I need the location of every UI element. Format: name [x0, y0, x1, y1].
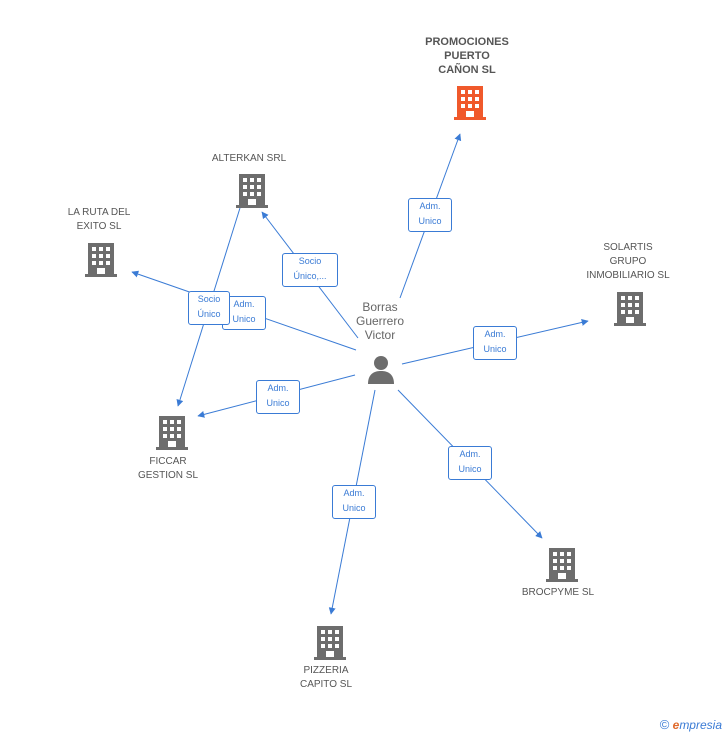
person-icon[interactable] [366, 354, 396, 384]
brand-name: mpresia [679, 718, 722, 732]
building-icon[interactable] [454, 84, 486, 120]
building-icon[interactable] [546, 546, 578, 582]
building-icon[interactable] [314, 624, 346, 660]
relation-label-promociones[interactable]: Adm. Unico [408, 198, 452, 232]
company-label-brocpyme[interactable]: BROCPYME SL [521, 587, 595, 598]
relation-label-solartis[interactable]: Adm. Unico [473, 326, 517, 360]
company-label-pizzeria[interactable]: PIZZERIA CAPITO SL [299, 665, 353, 690]
building-icon[interactable] [85, 241, 117, 277]
company-label-laruta[interactable]: LA RUTA DEL EXITO SL [67, 207, 131, 232]
company-label-promociones[interactable]: PROMOCIONES PUERTO CAÑON SL [425, 36, 509, 76]
company-label-alterkan[interactable]: ALTERKAN SRL [211, 153, 287, 164]
relation-label-brocpyme[interactable]: Adm. Unico [448, 446, 492, 480]
person-label[interactable]: Borras Guerrero Victor [355, 300, 405, 342]
company-label-solartis[interactable]: SOLARTIS GRUPO INMOBILIARIO SL [586, 242, 670, 281]
brand-credit[interactable]: © empresia [660, 717, 722, 732]
brand-logo-e: e [672, 718, 680, 732]
building-icon[interactable] [156, 414, 188, 450]
relation-label-alterkan[interactable]: Socio Único,... [282, 253, 338, 287]
relation-label-ficcar-socio[interactable]: Socio Único [188, 291, 230, 325]
building-icon[interactable] [614, 290, 646, 326]
building-icon[interactable] [236, 172, 268, 208]
relation-label-ficcar-adm[interactable]: Adm. Unico [256, 380, 300, 414]
copyright-icon: © [659, 717, 670, 732]
company-label-ficcar[interactable]: FICCAR GESTION SL [137, 456, 198, 481]
relation-label-pizzeria[interactable]: Adm. Unico [332, 485, 376, 519]
